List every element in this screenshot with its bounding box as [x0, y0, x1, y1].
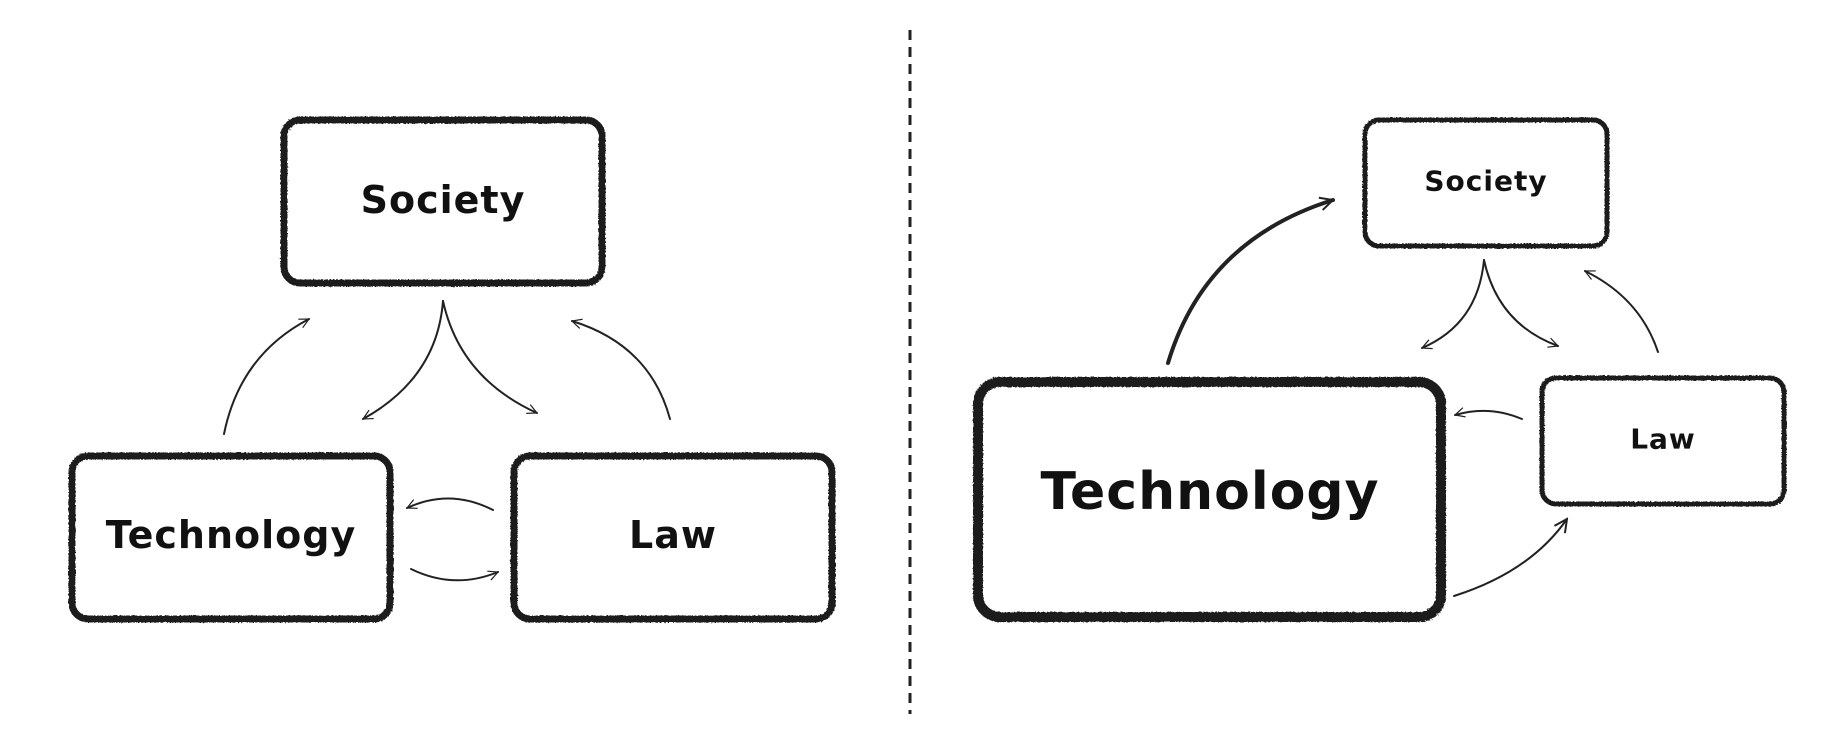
arrow-law-to-tech [1455, 411, 1523, 420]
right-diagram: Society Law Technology [973, 117, 1787, 622]
right-technology-label: Technology [1040, 462, 1379, 522]
left-society-node: Society [280, 116, 606, 287]
left-law-label: Law [629, 513, 717, 557]
arrow-tech-to-society-emphasized [1166, 200, 1333, 365]
arrow-tech-to-society [223, 318, 309, 435]
right-society-node: Society [1362, 117, 1610, 249]
arrow-law-to-tech [407, 497, 494, 511]
arrow-law-to-society [572, 321, 671, 420]
arrow-society-to-tech [363, 300, 444, 420]
arrow-society-to-tech [1422, 259, 1485, 348]
left-society-label: Society [361, 178, 526, 222]
arrow-tech-to-law [410, 568, 498, 582]
arrow-society-to-law [442, 300, 537, 414]
right-law-node: Law [1539, 375, 1787, 507]
arrow-tech-to-law [1453, 519, 1567, 597]
left-technology-node: Technology [68, 452, 394, 623]
right-law-label: Law [1630, 423, 1696, 456]
right-society-label: Society [1424, 165, 1547, 198]
left-diagram: Society Technology Law [68, 116, 836, 623]
arrow-law-to-society [1585, 270, 1659, 353]
right-technology-node: Technology [973, 377, 1446, 622]
arrow-society-to-law [1483, 259, 1558, 346]
left-technology-label: Technology [106, 513, 357, 557]
left-law-node: Law [510, 452, 836, 623]
